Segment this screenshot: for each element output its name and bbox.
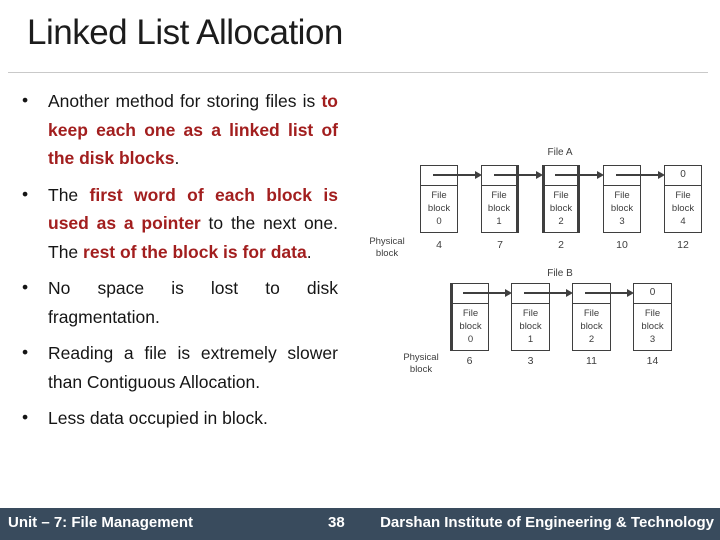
pointer-arrowhead-icon	[505, 289, 512, 297]
bullet-marker-icon: •	[22, 342, 29, 362]
file-label: File A	[547, 147, 573, 158]
pointer-arrowhead-icon	[475, 171, 482, 179]
footer-page-number: 38	[328, 514, 345, 531]
bullet-item: • Less data occupied in block.	[16, 404, 338, 433]
physical-block-number: 14	[646, 355, 659, 367]
pointer-arrow	[494, 174, 537, 176]
bullet-list: • Another method for storing files is to …	[16, 87, 338, 441]
bullet-text: Less data occupied in block.	[48, 408, 268, 428]
block-pointer-cell: 0	[634, 284, 671, 304]
pointer-arrow	[616, 174, 659, 176]
physical-block-number: 3	[527, 355, 534, 367]
physical-block-number: 7	[497, 239, 503, 251]
pointer-arrow	[555, 174, 598, 176]
bullet-item: • The first word of each block is used as…	[16, 181, 338, 267]
bullet-marker-icon: •	[22, 277, 29, 297]
footer-institute-label: Darshan Institute of Engineering & Techn…	[380, 514, 714, 531]
bullet-text: No space is lost to disk fragmentation.	[48, 278, 338, 327]
physical-block-number: 4	[436, 239, 442, 251]
bullet-text: Reading a file is extremely slower than …	[48, 343, 338, 392]
block-pointer-cell	[421, 166, 457, 186]
pointer-arrowhead-icon	[627, 289, 634, 297]
physical-block-number: 2	[558, 239, 564, 251]
bullet-marker-icon: •	[22, 183, 29, 204]
pointer-arrow	[585, 292, 628, 294]
pointer-arrow	[433, 174, 476, 176]
block-pointer-cell	[573, 284, 610, 304]
physical-block-number: 10	[616, 239, 628, 251]
block-pointer-cell	[453, 284, 488, 304]
physical-block-number: 12	[677, 239, 689, 251]
bullet-item: • No space is lost to disk fragmentation.	[16, 274, 338, 331]
bullet-text: Another method for storing files is to k…	[48, 91, 338, 168]
bullet-marker-icon: •	[22, 90, 29, 110]
block-pointer-cell	[545, 166, 577, 186]
pointer-arrowhead-icon	[566, 289, 573, 297]
title-separator	[8, 72, 708, 73]
block-pointer-cell	[482, 166, 516, 186]
bullet-item: • Reading a file is extremely slower than…	[16, 339, 338, 396]
bullet-text: The first word of each block is used as …	[48, 184, 338, 262]
bullet-item: • Another method for storing files is to …	[16, 87, 338, 173]
bullet-marker-icon: •	[22, 407, 29, 427]
footer-unit-label: Unit – 7: File Management	[8, 514, 194, 531]
pointer-arrowhead-icon	[536, 171, 543, 179]
file-label: File B	[547, 268, 573, 279]
page-title: Linked List Allocation	[27, 13, 343, 52]
pointer-arrowhead-icon	[658, 171, 665, 179]
block-pointer-cell	[512, 284, 549, 304]
pointer-arrow	[463, 292, 506, 294]
physical-block-number: 6	[466, 355, 473, 367]
block-pointer-cell: 0	[665, 166, 701, 186]
block-pointer-cell	[604, 166, 640, 186]
footer: Unit – 7: File Management 38 Darshan Ins…	[0, 508, 720, 540]
physical-block-number: 11	[586, 355, 597, 367]
pointer-arrow	[524, 292, 567, 294]
pointer-arrowhead-icon	[597, 171, 604, 179]
